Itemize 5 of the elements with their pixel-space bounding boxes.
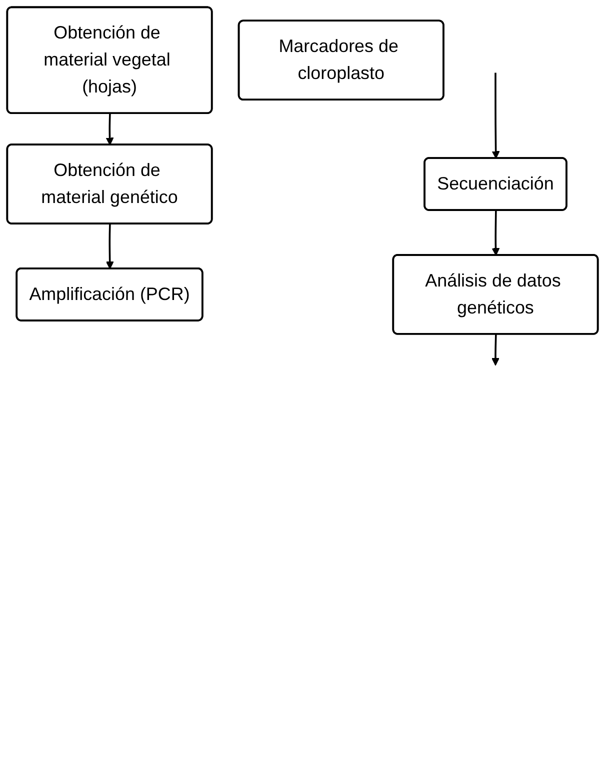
arrow <box>106 114 114 146</box>
arrow <box>492 334 500 366</box>
arrow <box>106 224 114 270</box>
arrow <box>492 210 500 256</box>
arrow <box>492 72 500 159</box>
